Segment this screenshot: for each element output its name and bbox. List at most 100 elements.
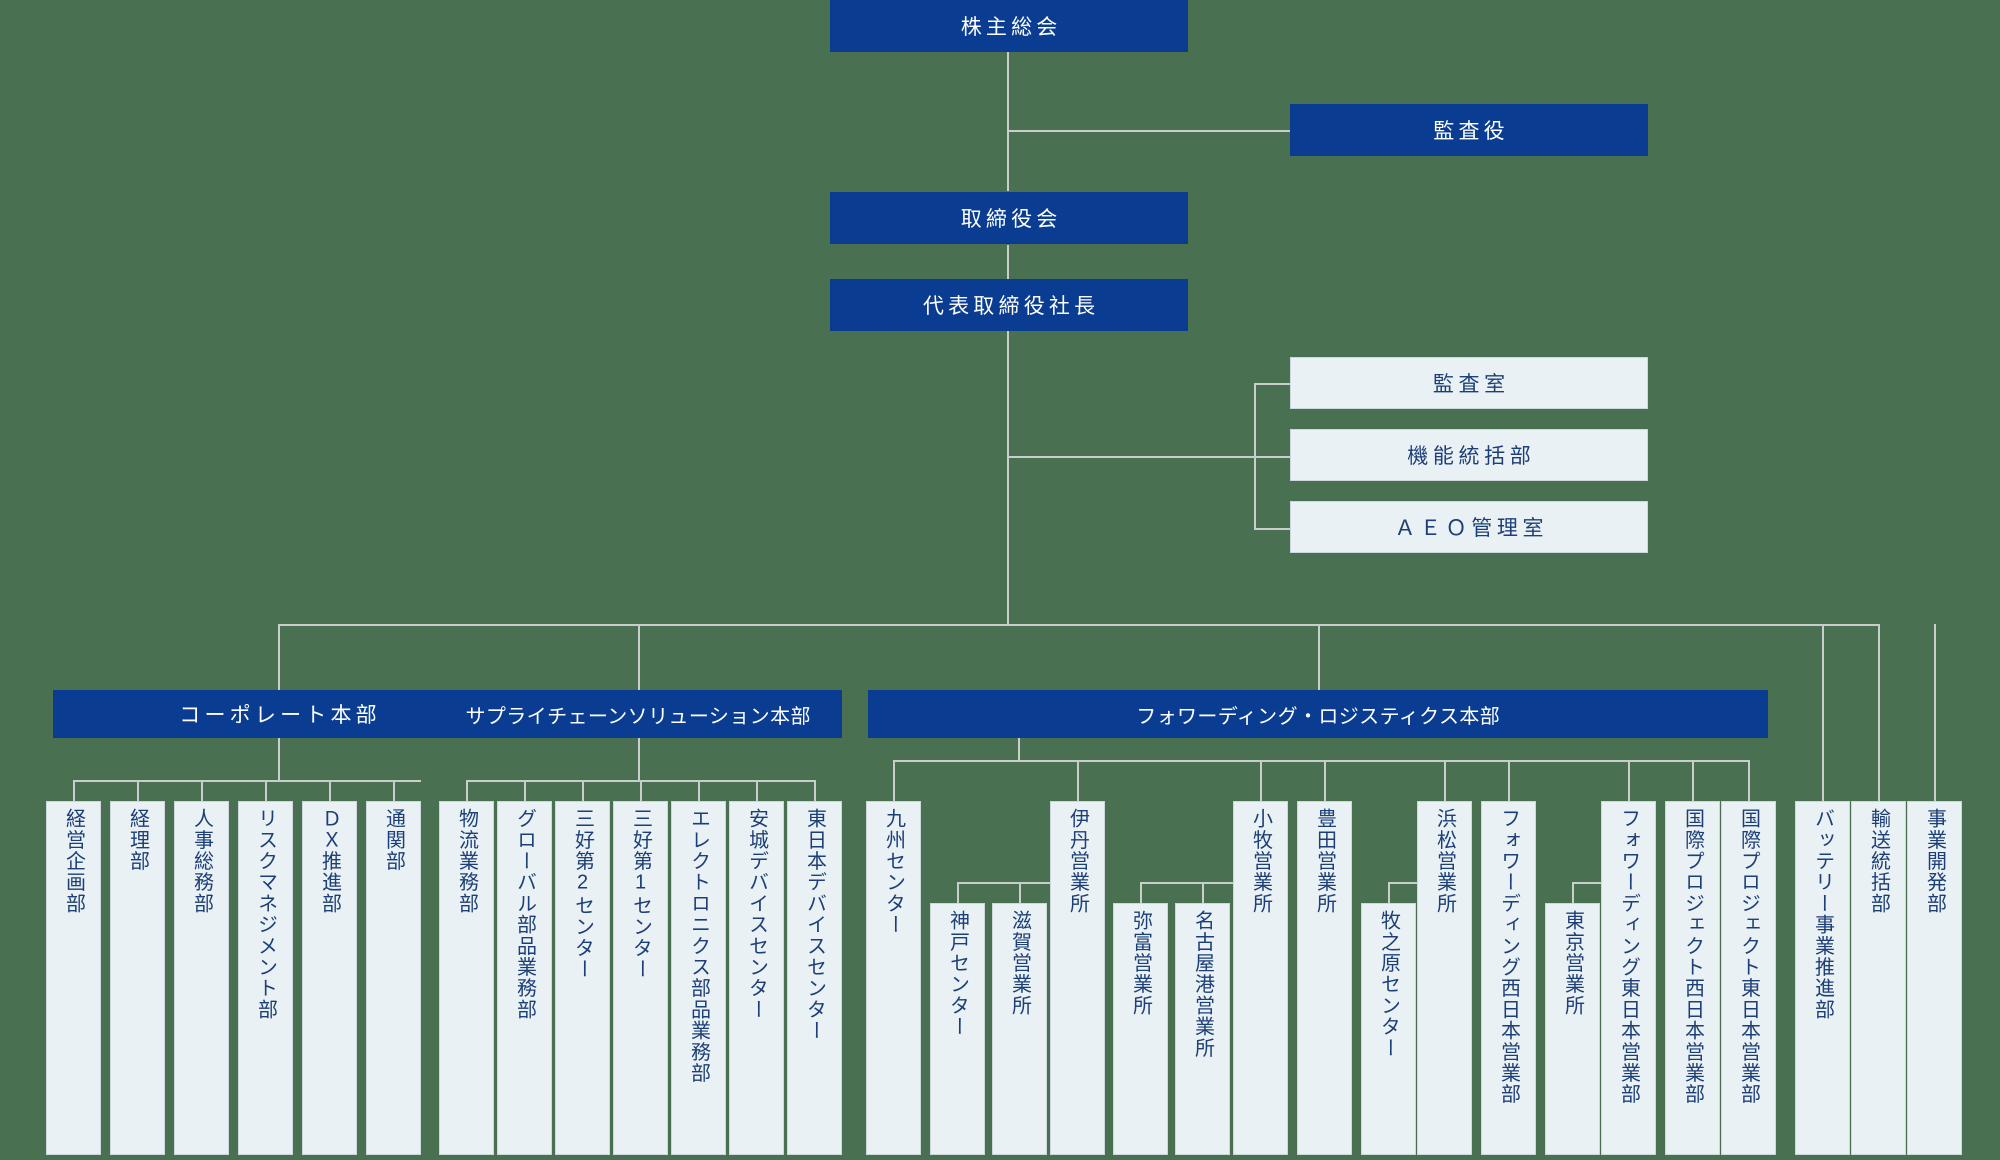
unit-label: 国際プロジェクト東日本営業部: [1737, 808, 1760, 1105]
unit-box-nagoyako-office[interactable]: 名古屋港営業所: [1175, 903, 1230, 1155]
unit-box-forwarding-west-japan-dept[interactable]: フォワーディング西日本営業部: [1481, 801, 1536, 1155]
unit-label: 安城デバイスセンター: [745, 808, 768, 1020]
unit-box-shiga-office[interactable]: 滋賀営業所: [992, 903, 1047, 1155]
unit-box-risk-management[interactable]: リスクマネジメント部: [238, 801, 293, 1155]
line-fw-komaki: [1260, 760, 1262, 801]
unit-label: 三好第1センター: [629, 808, 652, 980]
line-fw-toyota: [1324, 760, 1326, 801]
line-itami-to-kobe: [957, 882, 959, 903]
line-bus-to-supply-chain: [638, 624, 640, 690]
unit-box-jinji-somu[interactable]: 人事総務部: [174, 801, 229, 1155]
line-bus-to-corporate: [278, 624, 280, 690]
division-header-supply-chain-solution[interactable]: サプライチェーンソリューション本部: [434, 690, 842, 738]
unit-label: 経営企画部: [62, 808, 85, 914]
staff-box-function-control-dept[interactable]: 機能統括部: [1290, 429, 1648, 481]
unit-box-intl-project-east-japan-dept[interactable]: 国際プロジェクト東日本営業部: [1721, 801, 1776, 1155]
line-fw-forwarding-east: [1628, 760, 1630, 801]
unit-box-forwarding-east-japan-dept[interactable]: フォワーディング東日本営業部: [1601, 801, 1656, 1155]
unit-label: リスクマネジメント部: [254, 808, 277, 1020]
line-komaki-to-nagoyako: [1202, 882, 1204, 903]
line-sc-unit-4: [698, 780, 700, 801]
line-bus-to-business-dev-dept: [1934, 624, 1936, 801]
auditor-box[interactable]: 監査役: [1290, 104, 1648, 156]
line-corporate-unit-1: [137, 780, 139, 801]
unit-box-miyoshi-center-1[interactable]: 三好第1センター: [613, 801, 668, 1155]
line-sc-unit-1: [524, 780, 526, 801]
unit-box-anjo-device-center[interactable]: 安城デバイスセンター: [729, 801, 784, 1155]
staff-box-aeo-management-room[interactable]: ＡＥＯ管理室: [1290, 501, 1648, 553]
unit-box-business-development-dept[interactable]: 事業開発部: [1907, 801, 1962, 1155]
itami-child-bus: [957, 882, 1078, 884]
unit-box-butsuryu-gyomu[interactable]: 物流業務部: [439, 801, 494, 1155]
unit-label: 物流業務部: [455, 808, 478, 914]
unit-box-higashinihon-device-center[interactable]: 東日本デバイスセンター: [787, 801, 842, 1155]
line-hamamatsu-to-makinohara: [1388, 882, 1390, 903]
line-fw-itami: [1077, 760, 1079, 801]
unit-label: 滋賀営業所: [1008, 910, 1031, 1016]
line-board-to-president: [1007, 245, 1009, 285]
line-corporate-unit-4: [329, 780, 331, 801]
line-fw-forwarding-west: [1508, 760, 1510, 801]
unit-label: 小牧営業所: [1249, 808, 1272, 914]
board-of-directors-box[interactable]: 取締役会: [830, 192, 1188, 244]
line-staff-to-function-dept: [1254, 456, 1290, 458]
unit-label: バッテリー事業推進部: [1811, 808, 1834, 1020]
line-president-staff-horizontal: [1007, 456, 1290, 458]
unit-box-tsukan[interactable]: 通関部: [366, 801, 421, 1155]
line-sc-unit-0: [466, 780, 468, 801]
unit-label: 浜松営業所: [1433, 808, 1456, 914]
unit-box-hamamatsu-office[interactable]: 浜松営業所: [1417, 801, 1472, 1155]
division-header-corporate[interactable]: コーポレート本部: [53, 690, 503, 738]
unit-label: 輸送統括部: [1867, 808, 1890, 914]
unit-label: 三好第2センター: [571, 808, 594, 980]
line-corporate-unit-5: [393, 780, 395, 801]
unit-box-toyota-office[interactable]: 豊田営業所: [1297, 801, 1352, 1155]
unit-label: 名古屋港営業所: [1191, 910, 1214, 1059]
unit-box-intl-project-west-japan-dept[interactable]: 国際プロジェクト西日本営業部: [1665, 801, 1720, 1155]
unit-label: 事業開発部: [1923, 808, 1946, 914]
line-corporate-header-drop: [278, 738, 280, 781]
unit-label: 国際プロジェクト西日本営業部: [1681, 808, 1704, 1105]
fweast-child-bus: [1572, 882, 1629, 884]
division-header-forwarding-logistics[interactable]: フォワーディング・ロジスティクス本部: [868, 690, 1768, 738]
line-corporate-unit-0: [73, 780, 75, 801]
unit-box-komaki-office[interactable]: 小牧営業所: [1233, 801, 1288, 1155]
president-box[interactable]: 代表取締役社長: [830, 279, 1188, 331]
unit-box-miyoshi-center-2[interactable]: 三好第2センター: [555, 801, 610, 1155]
line-staff-to-aeo-room: [1254, 528, 1290, 530]
unit-box-tokyo-office[interactable]: 東京営業所: [1545, 903, 1600, 1155]
main-division-bus: [278, 624, 1878, 626]
unit-label: 人事総務部: [190, 808, 213, 914]
line-fw-hamamatsu: [1444, 760, 1446, 801]
line-sc-unit-3: [640, 780, 642, 801]
line-staff-to-audit-room: [1254, 383, 1290, 385]
line-corporate-unit-3: [265, 780, 267, 801]
line-itami-to-shiga: [1019, 882, 1021, 903]
unit-box-battery-business-promotion-dept[interactable]: バッテリー事業推進部: [1795, 801, 1850, 1155]
unit-box-kyushu-center[interactable]: 九州センター: [866, 801, 921, 1155]
line-fweast-to-tokyo: [1572, 882, 1574, 903]
unit-box-electronics-buhin-gyomu[interactable]: エレクトロニクス部品業務部: [671, 801, 726, 1155]
unit-box-makinohara-center[interactable]: 牧之原センター: [1361, 903, 1416, 1155]
unit-box-yatomi-office[interactable]: 弥富営業所: [1113, 903, 1168, 1155]
shareholders-meeting-box[interactable]: 株主総会: [830, 0, 1188, 52]
unit-label: 弥富営業所: [1129, 910, 1152, 1016]
unit-box-transport-control-dept[interactable]: 輸送統括部: [1851, 801, 1906, 1155]
unit-label: 九州センター: [882, 808, 905, 936]
unit-box-kobe-center[interactable]: 神戸センター: [930, 903, 985, 1155]
staff-box-audit-room[interactable]: 監査室: [1290, 357, 1648, 409]
line-supply-chain-header-drop: [638, 738, 640, 781]
unit-box-keiei-kikaku[interactable]: 経営企画部: [46, 801, 101, 1155]
unit-label: フォワーディング東日本営業部: [1617, 808, 1640, 1105]
unit-label: グローバル部品業務部: [513, 808, 536, 1020]
unit-box-keiri[interactable]: 経理部: [110, 801, 165, 1155]
unit-label: 経理部: [126, 808, 149, 872]
line-fw-intl-project-west: [1692, 760, 1694, 801]
unit-box-itami-office[interactable]: 伊丹営業所: [1050, 801, 1105, 1155]
unit-label: 豊田営業所: [1313, 808, 1336, 914]
komaki-child-bus: [1140, 882, 1261, 884]
hamamatsu-child-bus: [1388, 882, 1445, 884]
unit-box-dx-suishin[interactable]: ＤＸ推進部: [302, 801, 357, 1155]
unit-box-global-buhin-gyomu[interactable]: グローバル部品業務部: [497, 801, 552, 1155]
